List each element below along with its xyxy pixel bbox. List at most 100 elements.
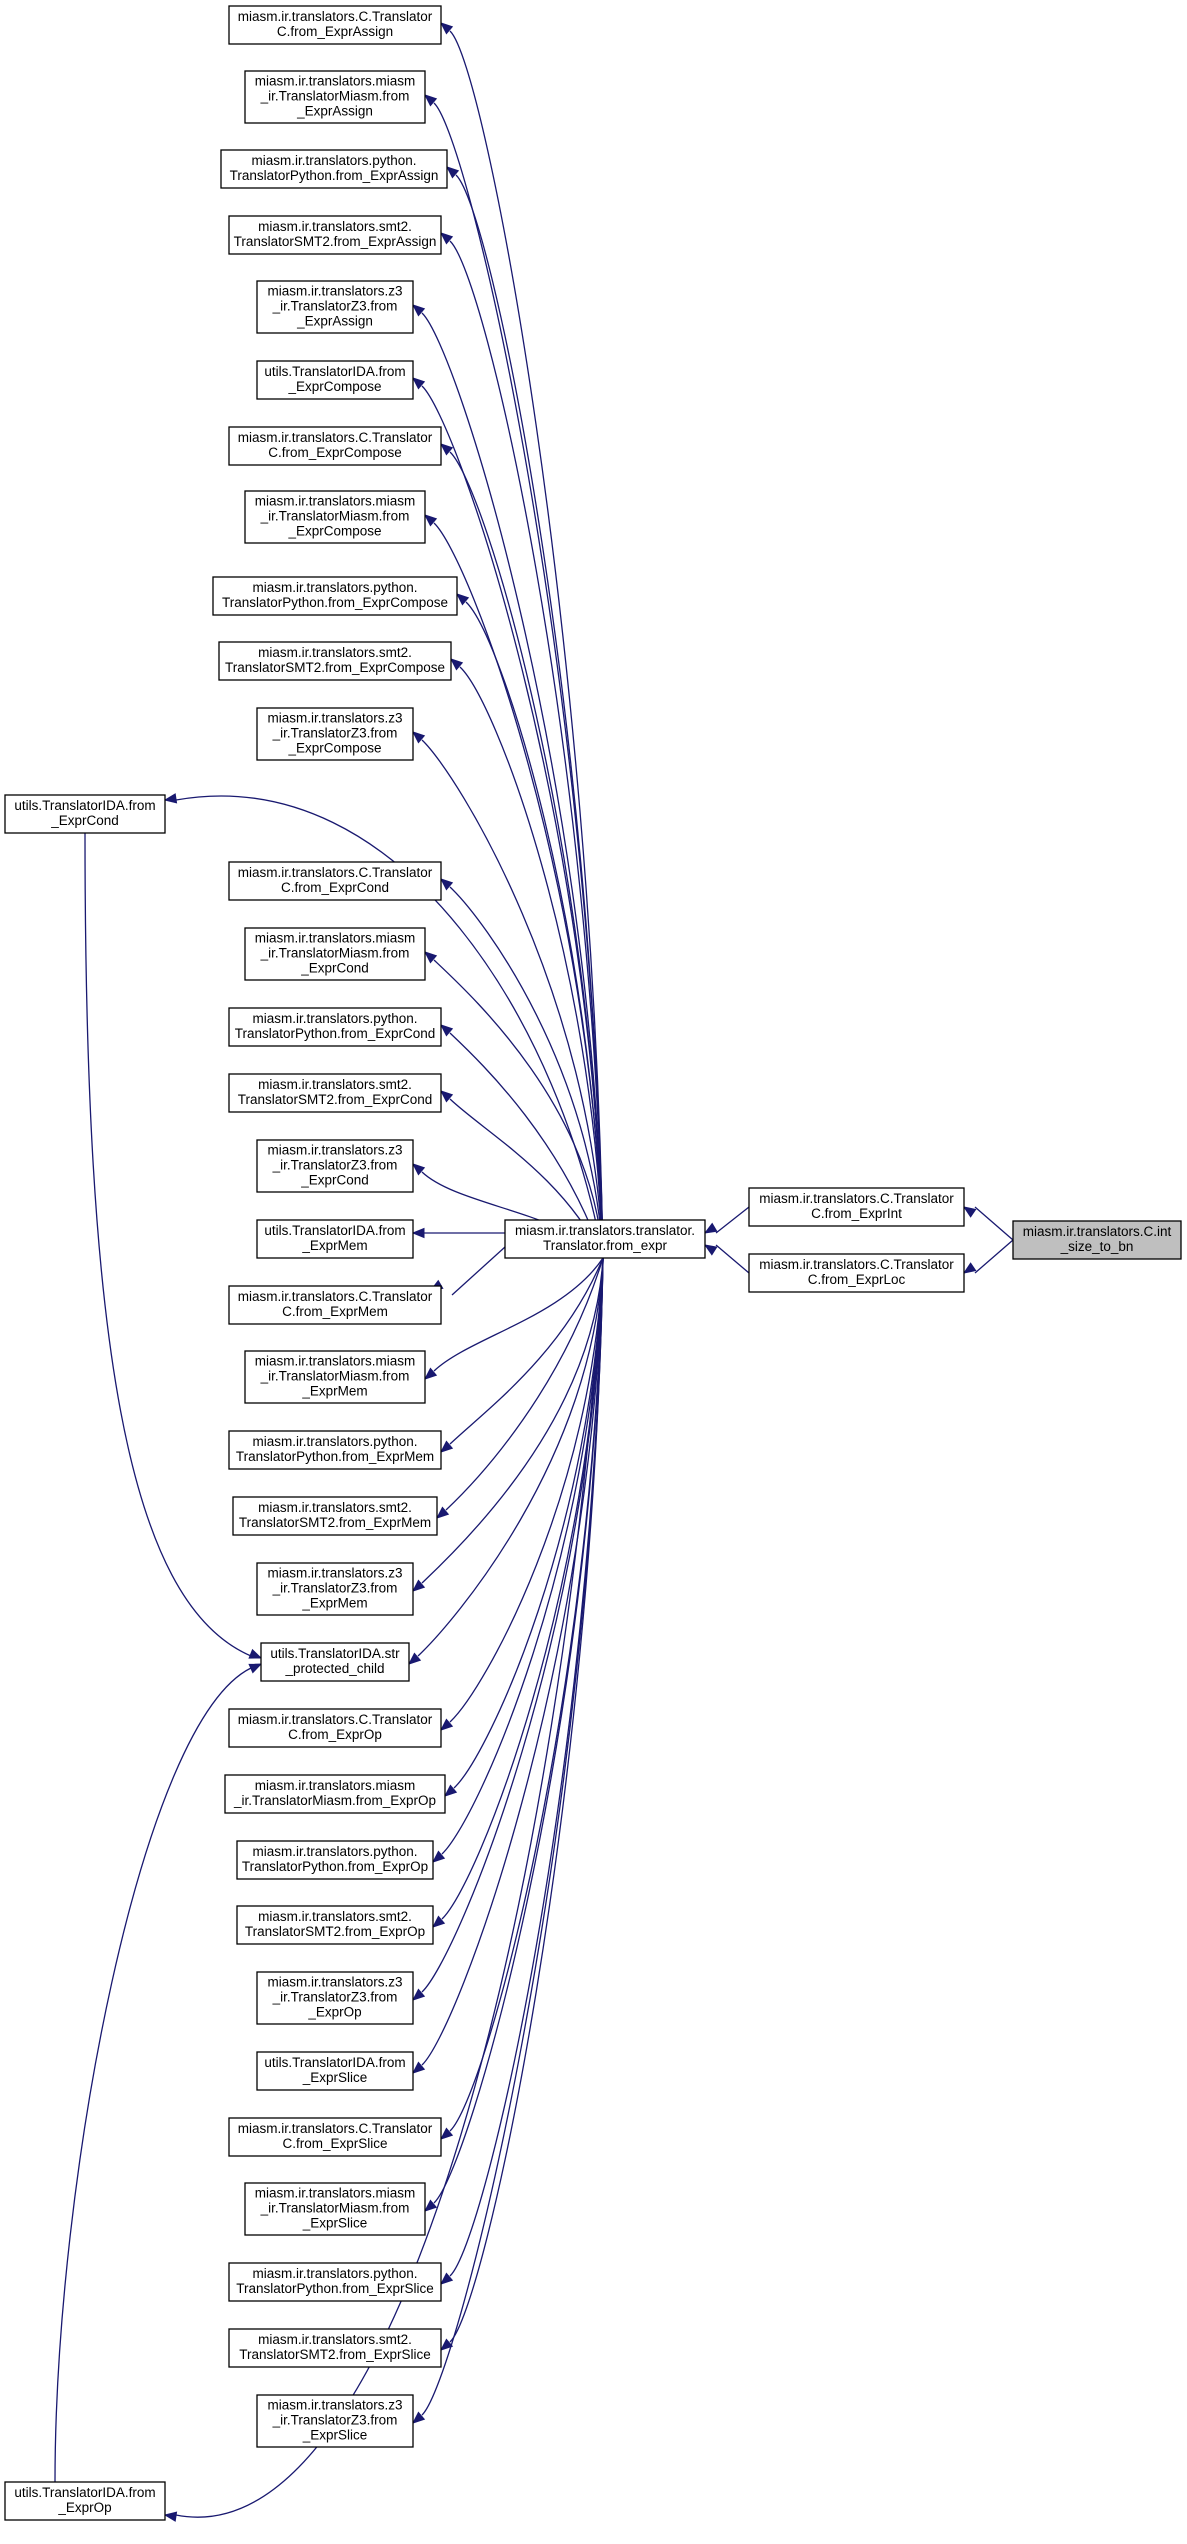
node-label-line: TranslatorSMT2.from_ExprAssign	[234, 234, 437, 249]
node-label-line: utils.TranslatorIDA.from	[14, 798, 155, 813]
node-op-python[interactable]: miasm.ir.translators.python.TranslatorPy…	[236, 1840, 434, 1880]
node-str-protected[interactable]: utils.TranslatorIDA.str_protected_child	[260, 1642, 410, 1682]
node-op-smt2[interactable]: miasm.ir.translators.smt2.TranslatorSMT2…	[236, 1905, 434, 1945]
node-label-line: _ir.TranslatorMiasm.from	[260, 89, 410, 104]
arrowhead	[407, 1652, 422, 1665]
edge-line	[433, 102, 604, 1259]
node-from-exprint[interactable]: miasm.ir.translators.C.TranslatorC.from_…	[748, 1187, 965, 1227]
edge-line	[433, 522, 604, 1259]
edge-line	[465, 601, 604, 1259]
arrowhead	[248, 1648, 263, 1659]
arrowhead	[431, 1850, 446, 1863]
node-mem-python[interactable]: miasm.ir.translators.python.TranslatorPy…	[228, 1430, 442, 1470]
node-label-line: miasm.ir.translators.z3	[267, 711, 402, 726]
node-mem-smt2[interactable]: miasm.ir.translators.smt2.TranslatorSMT2…	[232, 1496, 438, 1536]
node-box	[244, 927, 426, 981]
edge-line	[453, 1257, 604, 1789]
node-compose-z3[interactable]: miasm.ir.translators.z3_ir.TranslatorZ3.…	[256, 707, 414, 761]
node-mem-c[interactable]: miasm.ir.translators.C.TranslatorC.from_…	[228, 1285, 442, 1325]
node-cond-smt2[interactable]: miasm.ir.translators.smt2.TranslatorSMT2…	[228, 1073, 442, 1113]
arrowhead	[449, 658, 464, 671]
node-op-z3[interactable]: miasm.ir.translators.z3_ir.TranslatorZ3.…	[256, 1971, 414, 2025]
node-label-line: miasm.ir.translators.C.Translator	[759, 1257, 954, 1272]
node-slice-miasm[interactable]: miasm.ir.translators.miasm_ir.Translator…	[244, 2182, 426, 2236]
node-label-line: C.from_ExprCompose	[268, 445, 402, 460]
edge-layer	[54, 22, 1014, 2522]
arrowhead	[962, 1262, 977, 1274]
node-layer: miasm.ir.translators.C.TranslatorC.from_…	[4, 5, 1182, 2521]
node-label-line: _ExprMem	[301, 1384, 367, 1399]
node-op-miasm[interactable]: miasm.ir.translators.miasm_ir.Translator…	[224, 1774, 446, 1814]
node-cond-miasm[interactable]: miasm.ir.translators.miasm_ir.Translator…	[244, 927, 426, 981]
arrowhead	[439, 22, 454, 35]
node-label-line: miasm.ir.translators.miasm	[255, 74, 416, 89]
arrowhead	[439, 2338, 454, 2351]
node-label-line: TranslatorPython.from_ExprSlice	[236, 2281, 434, 2296]
node-from-expr[interactable]: miasm.ir.translators.translator.Translat…	[504, 1219, 706, 1259]
node-label-line: miasm.ir.translators.python.	[252, 580, 417, 595]
edge-line	[449, 240, 604, 1259]
node-box	[228, 5, 442, 45]
node-label-line: miasm.ir.translators.miasm	[255, 2186, 416, 2201]
node-compose-python[interactable]: miasm.ir.translators.python.TranslatorPy…	[212, 576, 458, 616]
edge-from-expr-to-mem-smt2	[435, 1257, 604, 1519]
arrowhead	[443, 1784, 458, 1797]
node-slice-z3[interactable]: miasm.ir.translators.z3_ir.TranslatorZ3.…	[256, 2394, 414, 2448]
node-assign-c[interactable]: miasm.ir.translators.C.TranslatorC.from_…	[228, 5, 442, 45]
node-assign-smt2[interactable]: miasm.ir.translators.smt2.TranslatorSMT2…	[228, 215, 442, 255]
node-label-line: miasm.ir.translators.z3	[267, 1566, 402, 1581]
edge-from-exprint-to-from-expr	[703, 1206, 750, 1234]
node-box	[748, 1253, 965, 1293]
node-slice-c[interactable]: miasm.ir.translators.C.TranslatorC.from_…	[228, 2117, 442, 2157]
node-box	[244, 2182, 426, 2236]
edge-from-expr-to-op-c	[439, 1257, 604, 1731]
node-from-exprloc[interactable]: miasm.ir.translators.C.TranslatorC.from_…	[748, 1253, 965, 1293]
edge-from-expr-to-op-miasm	[443, 1257, 604, 1797]
node-label-line: _ExprSlice	[302, 2216, 368, 2231]
node-assign-z3[interactable]: miasm.ir.translators.z3_ir.TranslatorZ3.…	[256, 280, 414, 334]
arrowhead	[423, 2199, 438, 2212]
edge-line	[417, 1257, 604, 1657]
node-box	[236, 1840, 434, 1880]
node-slice-ida[interactable]: utils.TranslatorIDA.from_ExprSlice	[256, 2051, 414, 2091]
node-cond-ida[interactable]: utils.TranslatorIDA.from_ExprCond	[4, 794, 166, 834]
node-slice-python[interactable]: miasm.ir.translators.python.TranslatorPy…	[228, 2262, 442, 2302]
edge-from-expr-to-cond-python	[439, 1024, 604, 1259]
node-cond-z3[interactable]: miasm.ir.translators.z3_ir.TranslatorZ3.…	[256, 1139, 414, 1193]
node-op-c[interactable]: miasm.ir.translators.C.TranslatorC.from_…	[228, 1708, 442, 1748]
node-label-line: _ir.TranslatorZ3.from	[272, 299, 398, 314]
node-box	[256, 2394, 414, 2448]
node-compose-c[interactable]: miasm.ir.translators.C.TranslatorC.from_…	[228, 426, 442, 466]
arrowhead	[411, 1988, 426, 2001]
node-op-ida[interactable]: utils.TranslatorIDA.from_ExprOp	[4, 2481, 166, 2521]
node-assign-miasm[interactable]: miasm.ir.translators.miasm_ir.Translator…	[244, 70, 426, 124]
node-label-line: _ir.TranslatorZ3.from	[272, 726, 398, 741]
node-label-line: TranslatorPython.from_ExprCond	[235, 1026, 436, 1041]
node-label-line: _ir.TranslatorMiasm.from	[260, 1369, 410, 1384]
node-box	[4, 794, 166, 834]
edge-line	[84, 832, 252, 1657]
node-compose-miasm[interactable]: miasm.ir.translators.miasm_ir.Translator…	[244, 490, 426, 544]
node-mem-z3[interactable]: miasm.ir.translators.z3_ir.TranslatorZ3.…	[256, 1562, 414, 1616]
node-cond-python[interactable]: miasm.ir.translators.python.TranslatorPy…	[228, 1007, 442, 1047]
node-label-line: miasm.ir.translators.python.	[252, 1011, 417, 1026]
node-label-line: miasm.ir.translators.z3	[267, 1143, 402, 1158]
node-label-line: utils.TranslatorIDA.from	[14, 2485, 155, 2500]
node-box	[228, 426, 442, 466]
node-slice-smt2[interactable]: miasm.ir.translators.smt2.TranslatorSMT2…	[228, 2328, 442, 2368]
edge-int-size-to-bn-to-from-exprloc	[962, 1239, 1014, 1274]
node-compose-ida[interactable]: utils.TranslatorIDA.from_ExprCompose	[256, 360, 414, 400]
node-label-line: miasm.ir.translators.C.Translator	[238, 9, 433, 24]
node-compose-smt2[interactable]: miasm.ir.translators.smt2.TranslatorSMT2…	[218, 641, 452, 681]
node-int-size-to-bn[interactable]: miasm.ir.translators.C.int_size_to_bn	[1012, 1220, 1182, 1260]
edge-str-protected-to-cond-ida	[84, 832, 263, 1659]
node-assign-python[interactable]: miasm.ir.translators.python.TranslatorPy…	[220, 149, 448, 189]
node-label-line: TranslatorSMT2.from_ExprSlice	[239, 2347, 431, 2362]
node-mem-miasm[interactable]: miasm.ir.translators.miasm_ir.Translator…	[244, 1350, 426, 1404]
node-mem-ida[interactable]: utils.TranslatorIDA.from_ExprMem	[256, 1219, 414, 1259]
edge-from-expr-to-op-ida	[163, 1257, 604, 2522]
node-cond-c[interactable]: miasm.ir.translators.C.TranslatorC.from_…	[228, 861, 442, 901]
node-label-line: C.from_ExprMem	[282, 1304, 388, 1319]
node-label-line: C.from_ExprSlice	[282, 2136, 387, 2151]
node-label-line: _ir.TranslatorMiasm.from_ExprOp	[233, 1793, 436, 1808]
